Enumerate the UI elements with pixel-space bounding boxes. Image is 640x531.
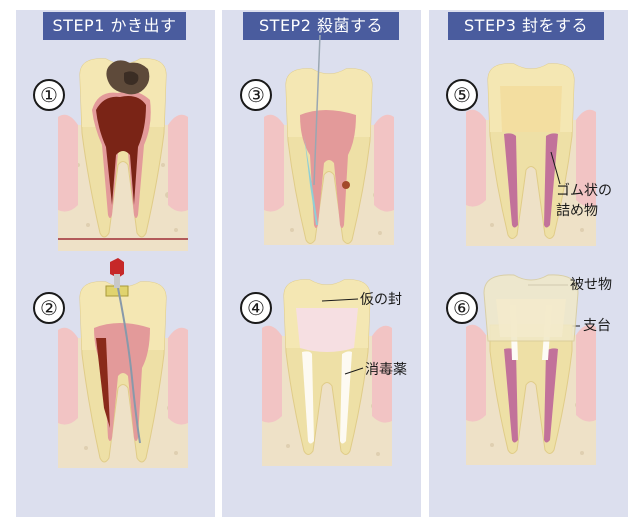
label-rubber-filling-1: ゴム状の [556, 183, 612, 199]
tooth-file-cleaning [58, 258, 188, 473]
label-temporary-seal: 仮の封 [360, 292, 402, 308]
tooth-decay [58, 55, 188, 255]
step-number-2: ② [33, 292, 65, 324]
step-number-4: ④ [240, 292, 272, 324]
tooth-disinfect-probe [264, 34, 394, 250]
step-number-6: ⑥ [446, 292, 478, 324]
tooth-rubber-filling [466, 50, 596, 250]
step2-title: STEP2 殺菌する [243, 12, 399, 40]
label-crown: 被せ物 [570, 277, 612, 293]
step-number-1: ① [33, 79, 65, 111]
label-rubber-filling-2: 詰め物 [556, 203, 598, 219]
tooth-crown-placement [466, 265, 596, 470]
step-number-3: ③ [240, 79, 272, 111]
label-disinfectant: 消毒薬 [365, 362, 407, 378]
tooth-temporary-seal [262, 266, 392, 471]
step1-title: STEP1 かき出す [43, 12, 186, 40]
label-abutment: 支台 [583, 318, 611, 334]
step-number-5: ⑤ [446, 79, 478, 111]
step3-title: STEP3 封をする [448, 12, 604, 40]
